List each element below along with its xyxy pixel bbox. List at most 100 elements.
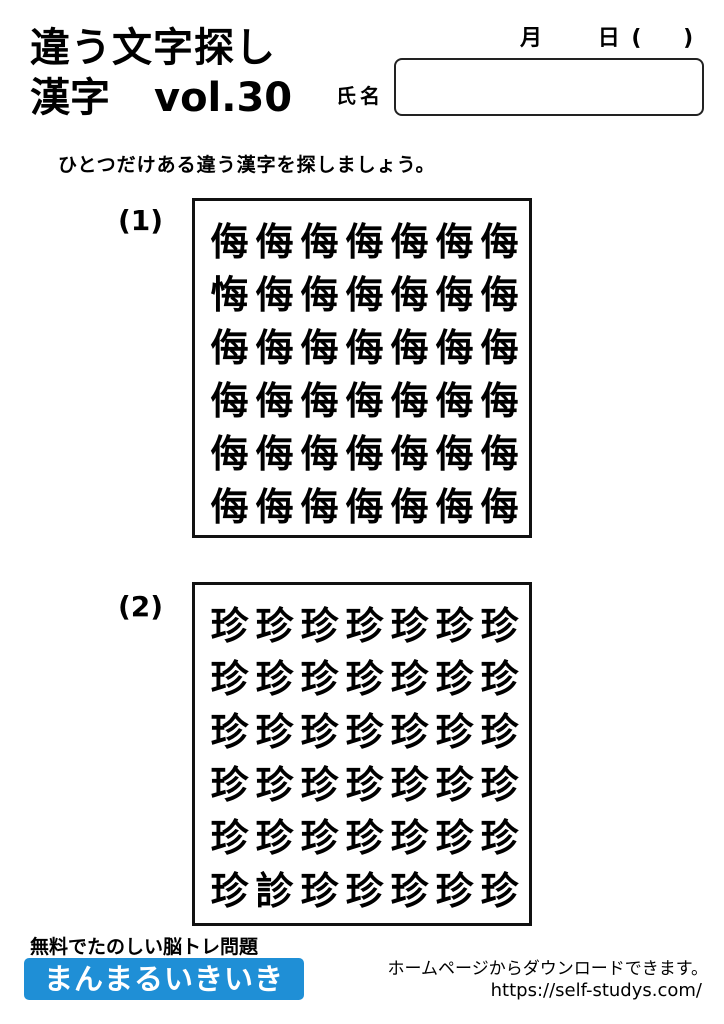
kanji-cell[interactable]: 珍 bbox=[345, 709, 384, 754]
kanji-cell[interactable]: 侮 bbox=[300, 219, 339, 264]
kanji-cell[interactable]: 珍 bbox=[480, 656, 519, 701]
kanji-cell[interactable]: 珍 bbox=[480, 762, 519, 807]
kanji-cell[interactable]: 侮 bbox=[390, 378, 429, 423]
grid-row: 珍珍珍珍珍珍珍 bbox=[207, 758, 522, 811]
grid-row: 侮侮侮侮侮侮侮 bbox=[207, 427, 522, 480]
kanji-cell[interactable]: 侮 bbox=[300, 484, 339, 529]
kanji-cell[interactable]: 侮 bbox=[390, 484, 429, 529]
kanji-cell[interactable]: 珍 bbox=[390, 656, 429, 701]
kanji-cell[interactable]: 珍 bbox=[255, 762, 294, 807]
kanji-cell[interactable]: 悔 bbox=[210, 272, 249, 317]
kanji-cell[interactable]: 侮 bbox=[300, 378, 339, 423]
kanji-cell[interactable]: 侮 bbox=[435, 219, 474, 264]
kanji-cell[interactable]: 侮 bbox=[255, 219, 294, 264]
kanji-cell[interactable]: 珍 bbox=[480, 868, 519, 913]
kanji-cell[interactable]: 珍 bbox=[300, 603, 339, 648]
kanji-cell[interactable]: 珍 bbox=[435, 656, 474, 701]
kanji-cell[interactable]: 侮 bbox=[255, 484, 294, 529]
site-url-link[interactable]: https://self-studys.com/ bbox=[490, 980, 702, 1001]
kanji-cell[interactable]: 侮 bbox=[435, 431, 474, 476]
grid-row: 侮侮侮侮侮侮侮 bbox=[207, 480, 522, 533]
kanji-cell[interactable]: 侮 bbox=[435, 325, 474, 370]
kanji-cell[interactable]: 珍 bbox=[345, 603, 384, 648]
kanji-cell[interactable]: 珍 bbox=[435, 815, 474, 860]
kanji-cell[interactable]: 診 bbox=[255, 868, 294, 913]
kanji-cell[interactable]: 侮 bbox=[480, 325, 519, 370]
puzzle-1-box: 侮侮侮侮侮侮侮悔侮侮侮侮侮侮侮侮侮侮侮侮侮侮侮侮侮侮侮侮侮侮侮侮侮侮侮侮侮侮侮侮… bbox=[192, 198, 532, 538]
kanji-cell[interactable]: 侮 bbox=[255, 378, 294, 423]
grid-row: 珍珍珍珍珍珍珍 bbox=[207, 705, 522, 758]
weekday-paren-open: ( bbox=[631, 26, 642, 51]
kanji-cell[interactable]: 珍 bbox=[255, 709, 294, 754]
kanji-cell[interactable]: 珍 bbox=[390, 709, 429, 754]
kanji-cell[interactable]: 侮 bbox=[210, 325, 249, 370]
puzzle-2-box: 珍珍珍珍珍珍珍珍珍珍珍珍珍珍珍珍珍珍珍珍珍珍珍珍珍珍珍珍珍珍珍珍珍珍珍珍診珍珍珍… bbox=[192, 582, 532, 926]
kanji-cell[interactable]: 珍 bbox=[300, 709, 339, 754]
kanji-cell[interactable]: 珍 bbox=[480, 603, 519, 648]
kanji-cell[interactable]: 珍 bbox=[210, 762, 249, 807]
kanji-cell[interactable]: 侮 bbox=[480, 219, 519, 264]
kanji-cell[interactable]: 珍 bbox=[300, 815, 339, 860]
puzzle-2-grid: 珍珍珍珍珍珍珍珍珍珍珍珍珍珍珍珍珍珍珍珍珍珍珍珍珍珍珍珍珍珍珍珍珍珍珍珍診珍珍珍… bbox=[207, 599, 522, 917]
kanji-cell[interactable]: 珍 bbox=[255, 656, 294, 701]
kanji-cell[interactable]: 珍 bbox=[210, 656, 249, 701]
kanji-cell[interactable]: 侮 bbox=[345, 272, 384, 317]
kanji-cell[interactable]: 侮 bbox=[480, 431, 519, 476]
kanji-cell[interactable]: 侮 bbox=[255, 431, 294, 476]
kanji-cell[interactable]: 侮 bbox=[210, 378, 249, 423]
kanji-cell[interactable]: 侮 bbox=[345, 219, 384, 264]
kanji-cell[interactable]: 珍 bbox=[435, 709, 474, 754]
kanji-cell[interactable]: 侮 bbox=[210, 431, 249, 476]
kanji-cell[interactable]: 侮 bbox=[345, 484, 384, 529]
kanji-cell[interactable]: 侮 bbox=[345, 378, 384, 423]
kanji-cell[interactable]: 侮 bbox=[255, 325, 294, 370]
kanji-cell[interactable]: 侮 bbox=[345, 325, 384, 370]
kanji-cell[interactable]: 珍 bbox=[390, 815, 429, 860]
kanji-cell[interactable]: 珍 bbox=[345, 656, 384, 701]
kanji-cell[interactable]: 珍 bbox=[210, 815, 249, 860]
kanji-cell[interactable]: 侮 bbox=[435, 378, 474, 423]
kanji-cell[interactable]: 珍 bbox=[435, 603, 474, 648]
kanji-cell[interactable]: 侮 bbox=[480, 378, 519, 423]
kanji-cell[interactable]: 珍 bbox=[210, 868, 249, 913]
kanji-cell[interactable]: 侮 bbox=[480, 272, 519, 317]
kanji-cell[interactable]: 珍 bbox=[300, 868, 339, 913]
kanji-cell[interactable]: 珍 bbox=[480, 815, 519, 860]
kanji-cell[interactable]: 珍 bbox=[480, 709, 519, 754]
kanji-cell[interactable]: 珍 bbox=[390, 762, 429, 807]
kanji-cell[interactable]: 侮 bbox=[390, 272, 429, 317]
kanji-cell[interactable]: 珍 bbox=[300, 656, 339, 701]
kanji-cell[interactable]: 珍 bbox=[435, 762, 474, 807]
kanji-cell[interactable]: 侮 bbox=[435, 484, 474, 529]
kanji-cell[interactable]: 珍 bbox=[390, 868, 429, 913]
kanji-cell[interactable]: 侮 bbox=[390, 431, 429, 476]
kanji-cell[interactable]: 珍 bbox=[345, 815, 384, 860]
kanji-cell[interactable]: 珍 bbox=[210, 709, 249, 754]
kanji-cell[interactable]: 侮 bbox=[300, 325, 339, 370]
question-1-label: (1) bbox=[118, 204, 164, 237]
grid-row: 珍珍珍珍珍珍珍 bbox=[207, 652, 522, 705]
grid-row: 珍診珍珍珍珍珍 bbox=[207, 864, 522, 917]
kanji-cell[interactable]: 珍 bbox=[345, 868, 384, 913]
kanji-cell[interactable]: 珍 bbox=[300, 762, 339, 807]
kanji-cell[interactable]: 侮 bbox=[255, 272, 294, 317]
kanji-cell[interactable]: 珍 bbox=[345, 762, 384, 807]
kanji-cell[interactable]: 珍 bbox=[435, 868, 474, 913]
kanji-cell[interactable]: 侮 bbox=[210, 484, 249, 529]
brand-tagline: 無料でたのしい脳トレ問題 bbox=[30, 936, 259, 958]
kanji-cell[interactable]: 珍 bbox=[210, 603, 249, 648]
kanji-cell[interactable]: 侮 bbox=[300, 272, 339, 317]
kanji-cell[interactable]: 侮 bbox=[210, 219, 249, 264]
kanji-cell[interactable]: 珍 bbox=[255, 603, 294, 648]
grid-row: 侮侮侮侮侮侮侮 bbox=[207, 215, 522, 268]
name-field[interactable] bbox=[394, 58, 704, 116]
kanji-cell[interactable]: 侮 bbox=[435, 272, 474, 317]
kanji-cell[interactable]: 侮 bbox=[390, 219, 429, 264]
kanji-cell[interactable]: 侮 bbox=[480, 484, 519, 529]
kanji-cell[interactable]: 珍 bbox=[390, 603, 429, 648]
kanji-cell[interactable]: 侮 bbox=[300, 431, 339, 476]
kanji-cell[interactable]: 珍 bbox=[255, 815, 294, 860]
question-2-label: (2) bbox=[118, 590, 164, 623]
kanji-cell[interactable]: 侮 bbox=[345, 431, 384, 476]
kanji-cell[interactable]: 侮 bbox=[390, 325, 429, 370]
